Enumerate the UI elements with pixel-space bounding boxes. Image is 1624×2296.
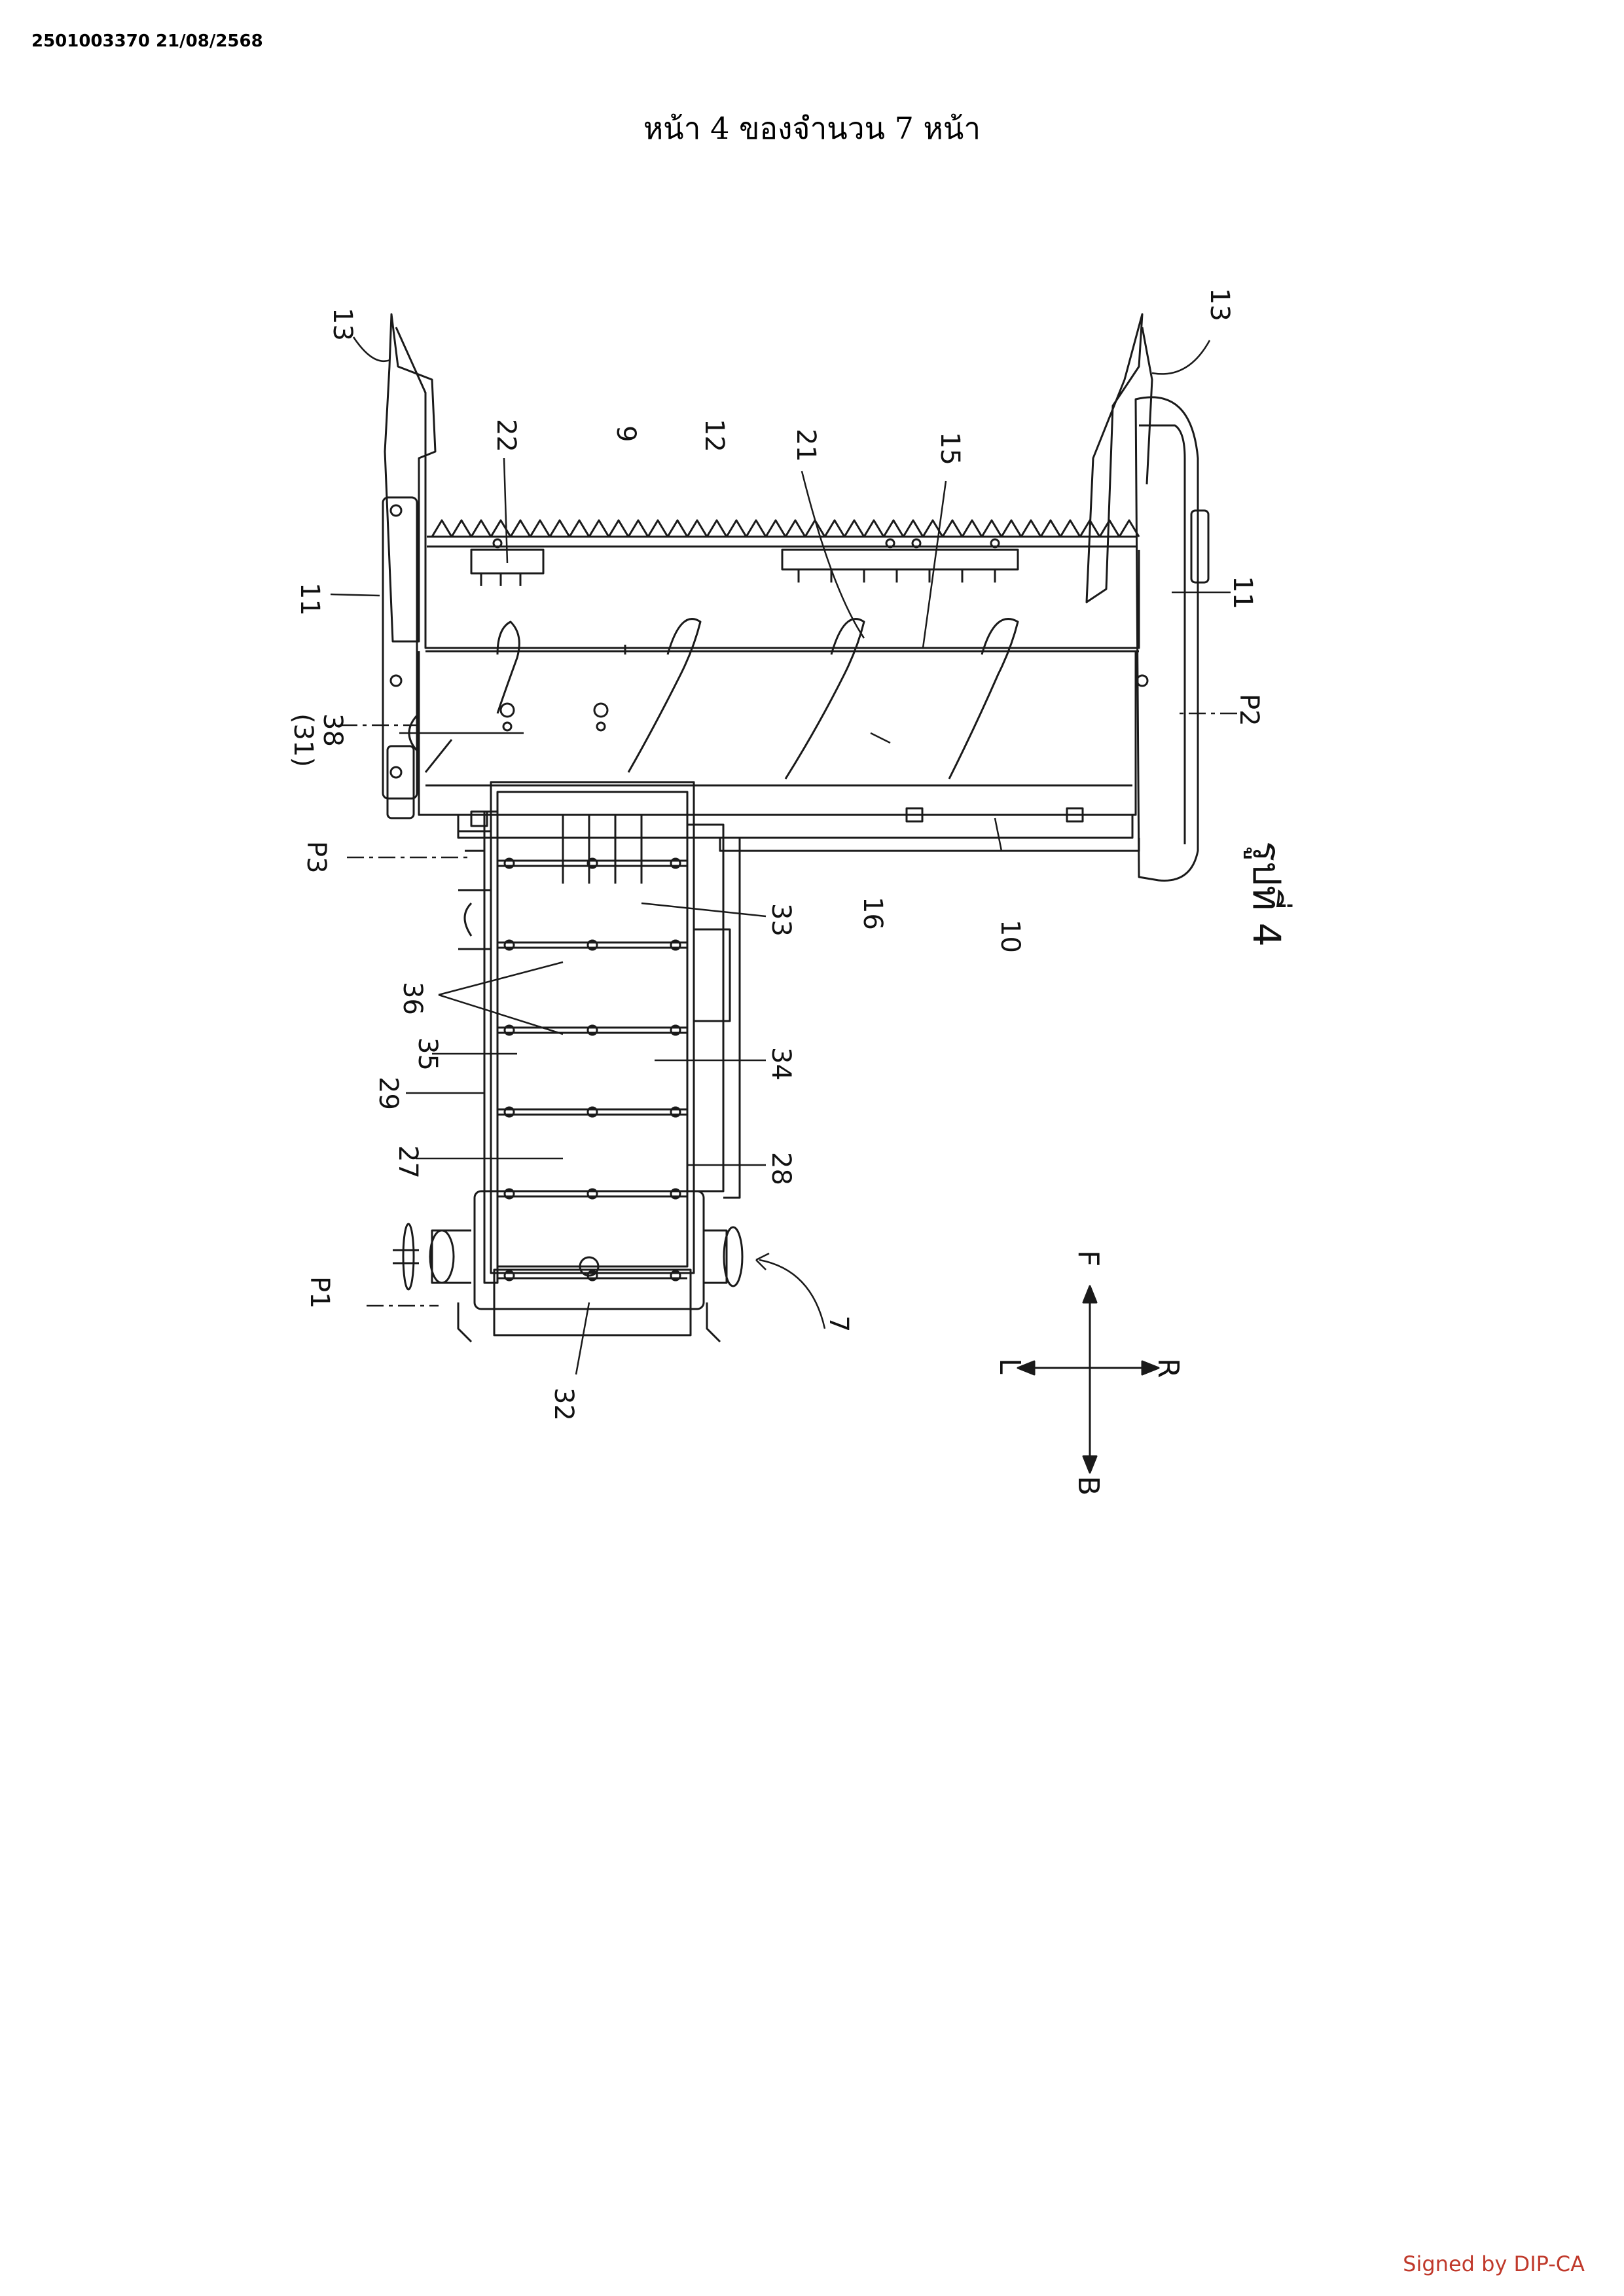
right-side-divider bbox=[1085, 313, 1210, 882]
label-21: 21 bbox=[791, 429, 821, 462]
direction-letters: F B L R bbox=[993, 1250, 1185, 1496]
label-15: 15 bbox=[935, 432, 965, 465]
label-36: 36 bbox=[397, 982, 427, 1015]
label-31: (31) bbox=[288, 713, 318, 767]
figure-caption: รูปที่ 4 bbox=[1244, 841, 1293, 947]
label-38: 38 bbox=[317, 713, 348, 747]
direction-back: B bbox=[1072, 1476, 1105, 1496]
signature-note: Signed by DIP-CA bbox=[1403, 2251, 1585, 2276]
label-p1: P1 bbox=[304, 1276, 334, 1309]
direction-indicator bbox=[1017, 1285, 1160, 1474]
label-9: 9 bbox=[611, 425, 641, 442]
platform-base bbox=[424, 538, 1140, 653]
direction-front: F bbox=[1072, 1250, 1105, 1266]
label-p2: P2 bbox=[1234, 694, 1264, 726]
label-13-left: 13 bbox=[327, 308, 357, 341]
direction-left: L bbox=[993, 1358, 1026, 1374]
label-32: 32 bbox=[549, 1388, 579, 1421]
label-11-left: 11 bbox=[295, 583, 325, 616]
label-28: 28 bbox=[766, 1152, 796, 1185]
page-title: หน้า 4 ของจำนวน 7 หน้า bbox=[643, 111, 981, 146]
label-22: 22 bbox=[491, 419, 521, 452]
label-7: 7 bbox=[823, 1316, 854, 1332]
label-27: 27 bbox=[393, 1145, 423, 1179]
label-10: 10 bbox=[995, 920, 1025, 953]
left-side-divider bbox=[382, 313, 437, 819]
feeder-drive-assembly bbox=[393, 1190, 744, 1343]
label-33: 33 bbox=[766, 903, 796, 937]
reference-numerals: 13 13 22 9 12 21 15 11 11 38 (31) P2 P3 … bbox=[288, 288, 1264, 1421]
leader-lines bbox=[330, 336, 1237, 1375]
label-12: 12 bbox=[699, 419, 729, 452]
label-11-right: 11 bbox=[1227, 576, 1257, 609]
direction-right: R bbox=[1151, 1358, 1185, 1378]
label-29: 29 bbox=[373, 1077, 403, 1110]
document-id: 2501003370 21/08/2568 bbox=[31, 31, 263, 51]
label-35: 35 bbox=[412, 1037, 442, 1071]
label-34: 34 bbox=[766, 1047, 796, 1081]
cutting-blade bbox=[427, 519, 1140, 548]
feeder-conveyor bbox=[458, 781, 741, 1284]
frame-rail bbox=[457, 807, 1140, 852]
label-p3: P3 bbox=[301, 841, 331, 874]
label-13-right: 13 bbox=[1204, 288, 1235, 321]
label-16: 16 bbox=[857, 897, 888, 930]
